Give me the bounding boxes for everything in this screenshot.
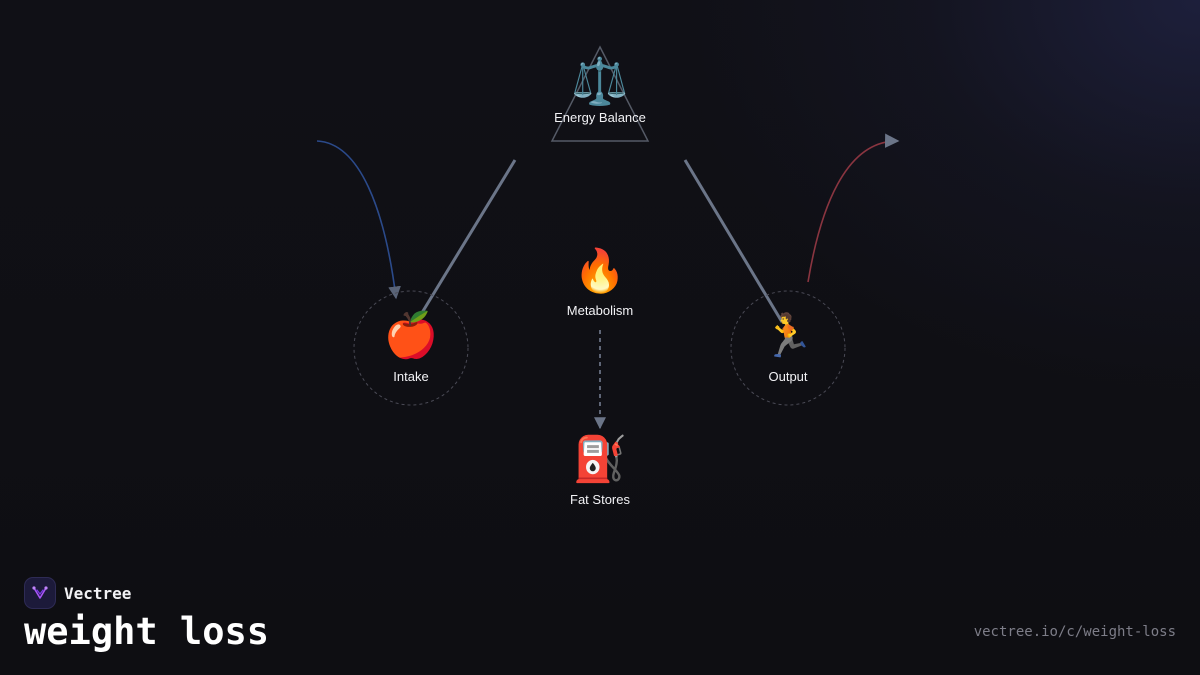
edge-inflow-to-intake [316, 140, 401, 300]
brand[interactable]: Vectree [24, 577, 131, 609]
brand-name: Vectree [64, 583, 132, 603]
intake-label: Intake [393, 369, 428, 384]
page-url[interactable]: vectree.io/c/weight-loss [973, 624, 1176, 640]
edge-output-to-outflow [807, 133, 900, 283]
node-energy-balance[interactable]: ⚖️ Energy Balance [550, 45, 650, 142]
edge-energy-balance-to-intake [418, 159, 517, 317]
node-fat-stores[interactable]: ⛽ Fat Stores [570, 434, 630, 507]
fat-stores-label: Fat Stores [570, 492, 630, 507]
node-intake[interactable]: 🍎 Intake [353, 290, 469, 406]
output-ring [730, 290, 846, 406]
output-label: Output [768, 369, 807, 384]
vectree-logo-icon [24, 577, 56, 609]
energy-balance-triangle [550, 45, 650, 142]
node-metabolism[interactable]: 🔥 Metabolism [567, 246, 633, 318]
page-title: weight loss [24, 610, 270, 653]
metabolism-label: Metabolism [567, 303, 633, 318]
fuel-pump-icon: ⛽ [573, 434, 628, 485]
apple-icon: 🍎 [384, 308, 439, 361]
fire-icon: 🔥 [574, 246, 626, 295]
energy-balance-label: Energy Balance [554, 110, 646, 125]
edge-energy-balance-to-output [683, 159, 784, 323]
scale-icon: ⚖️ [571, 54, 628, 108]
node-output[interactable]: 🏃 Output [730, 290, 846, 406]
runner-icon: 🏃 [762, 311, 814, 360]
intake-ring [353, 290, 469, 406]
